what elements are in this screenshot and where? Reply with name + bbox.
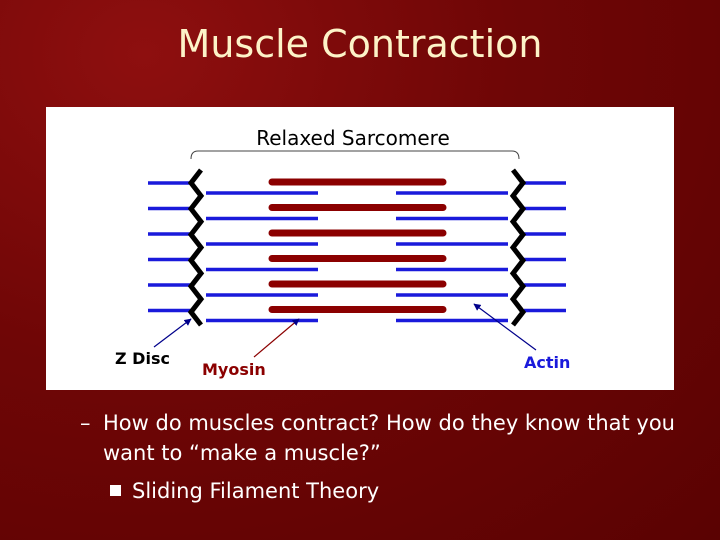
bullet-list: – How do muscles contract? How do they k… <box>80 408 700 506</box>
z-disc-left <box>187 168 205 327</box>
actin-pointer-arrow <box>473 303 537 351</box>
dash-marker: – <box>80 411 91 435</box>
sarcomere-svg: Relaxed Sarcomere Z Disc Myosin Actin <box>115 126 570 379</box>
myosin-pointer-arrow <box>253 318 300 358</box>
bullet-level-1: – How do muscles contract? How do they k… <box>80 408 700 468</box>
myosin-label: Myosin <box>202 360 266 379</box>
bullet-level-2: Sliding Filament Theory <box>110 476 700 506</box>
actin-label: Actin <box>524 353 570 372</box>
sarcomere-diagram: Relaxed Sarcomere Z Disc Myosin Actin <box>46 107 674 390</box>
diagram-heading: Relaxed Sarcomere <box>256 126 450 150</box>
bullet-question-text: How do muscles contract? How do they kno… <box>103 411 675 465</box>
filament-group <box>148 168 566 327</box>
square-bullet-icon <box>110 485 121 496</box>
z-disc-right <box>509 168 527 327</box>
bullet-theory-text: Sliding Filament Theory <box>132 479 380 503</box>
slide-title: Muscle Contraction <box>177 22 543 66</box>
sarcomere-bracket <box>190 150 520 160</box>
z-disc-pointer-arrow <box>153 318 192 348</box>
z-disc-label: Z Disc <box>115 349 170 368</box>
